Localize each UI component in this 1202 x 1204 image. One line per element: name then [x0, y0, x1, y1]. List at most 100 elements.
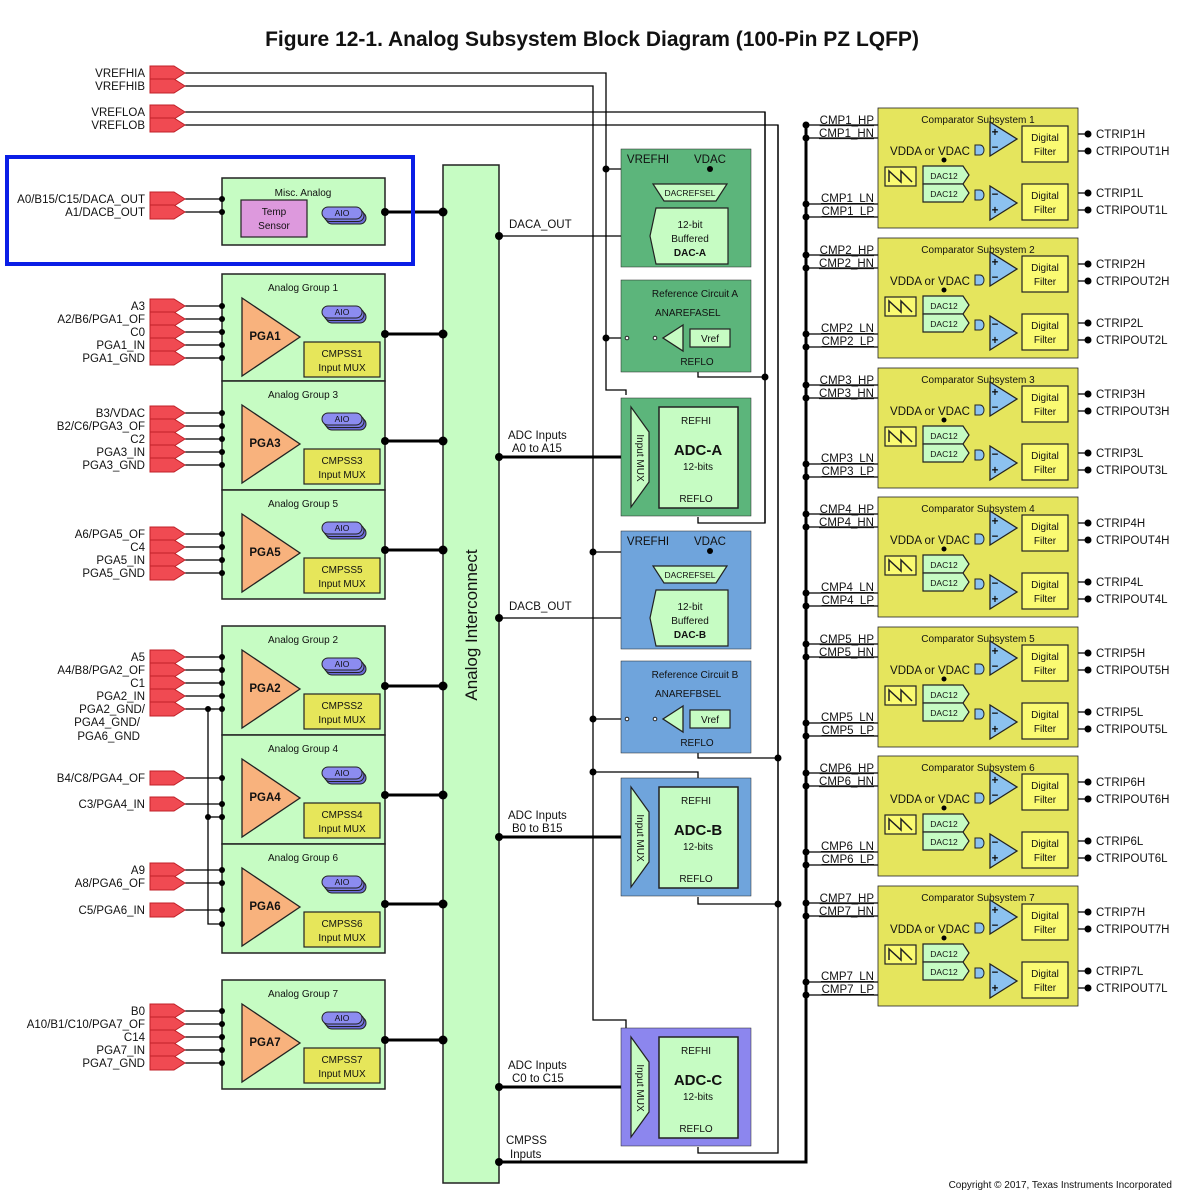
cmpss-input-mux-block	[303, 802, 381, 839]
refhi-label: REFHI	[681, 1046, 711, 1057]
cmpss-mux-label: CMPSS2	[321, 701, 363, 712]
comparator-output-label: CTRIPOUT5H	[1096, 665, 1169, 677]
comparator-input-label: CMP4_LP	[822, 595, 875, 607]
cmpss-mux-label: CMPSS5	[321, 565, 363, 576]
analog-pin-label: C2	[130, 434, 145, 446]
analog-pin-label: A2/B6/PGA1_OF	[57, 314, 145, 326]
dacrefsel-label: DACREFSEL	[664, 570, 715, 580]
junction-dot	[802, 394, 810, 402]
junction-dot	[707, 548, 713, 554]
junction-dot	[802, 978, 810, 986]
digital-filter-label: Filter	[1034, 925, 1057, 936]
junction-dot	[802, 861, 810, 869]
dac12-low-block	[922, 572, 970, 592]
aio-icon	[321, 412, 363, 426]
junction-dot	[219, 410, 225, 416]
reflo-label: REFLO	[680, 738, 714, 749]
plus-sign: +	[992, 387, 999, 399]
vdda-or-vdac-label: VDDA or VDAC	[890, 276, 970, 288]
comparator-output-label: CTRIP4L	[1096, 577, 1144, 589]
digital-filter-block	[1021, 183, 1069, 221]
comparator-output-label: CTRIP5L	[1096, 707, 1144, 719]
analog-pin-label: PGA2_IN	[96, 691, 145, 703]
digital-filter-block	[1021, 572, 1069, 610]
junction-dot	[219, 867, 225, 873]
junction-dot	[219, 303, 225, 309]
anarefsel-label: ANAREFBSEL	[655, 689, 722, 700]
junction-dot	[438, 436, 448, 446]
comparator-input-label: CMP7_LP	[822, 984, 875, 996]
dac12-label: DAC12	[930, 708, 958, 718]
reference-circuit-block	[620, 279, 752, 373]
wire	[697, 112, 766, 524]
junction-dot	[802, 769, 810, 777]
junction-dot	[1084, 390, 1092, 398]
vref-block	[689, 328, 731, 348]
junction-dot	[802, 200, 810, 208]
dac12-high-block	[922, 295, 970, 315]
junction-dot	[1084, 466, 1092, 474]
comparator-output-label: CTRIPOUT4H	[1096, 535, 1169, 547]
junction-dot	[381, 546, 389, 554]
plus-sign: +	[992, 853, 999, 865]
digital-filter-label: Filter	[1034, 666, 1057, 677]
digital-filter-label: Filter	[1034, 853, 1057, 864]
digital-filter-label: Digital	[1031, 710, 1059, 721]
pga-amplifier-icon	[241, 512, 302, 594]
analog-pin-label: C1	[130, 678, 145, 690]
analog-pin-label: A8/PGA6_OF	[75, 878, 145, 890]
junction-dot	[1084, 536, 1092, 544]
digital-filter-label: Filter	[1034, 277, 1057, 288]
plus-sign: +	[992, 465, 999, 477]
adc-block	[658, 1036, 739, 1139]
dac12-label: DAC12	[930, 949, 958, 959]
dac-label: Buffered	[671, 234, 709, 245]
comparator-input-label: CMP3_HN	[819, 388, 874, 400]
junction-dot	[495, 1158, 503, 1166]
junction-dot	[219, 801, 225, 807]
junction-dot	[219, 667, 225, 673]
junction-dot	[802, 330, 810, 338]
junction-dot	[802, 251, 810, 259]
pga-amplifier-icon	[241, 1002, 302, 1084]
dac12-label: DAC12	[930, 967, 958, 977]
junction-dot	[219, 814, 225, 820]
dac12-high-block	[922, 425, 970, 445]
junction-dot	[802, 589, 810, 597]
comparator-low-amp-icon	[989, 962, 1019, 1000]
reference-circuit-block	[620, 660, 752, 754]
junction-dot	[219, 921, 225, 927]
comparator-output-label: CTRIPOUT1H	[1096, 146, 1169, 158]
comparator-output-label: CTRIPOUT6H	[1096, 794, 1169, 806]
junction-dot	[1084, 795, 1092, 803]
dac12-label: DAC12	[930, 578, 958, 588]
analog-pin-icon	[149, 662, 186, 678]
reflo-label: REFLO	[680, 357, 714, 368]
digital-filter-label: Filter	[1034, 335, 1057, 346]
input-select-mux-icon	[974, 967, 985, 979]
junction-dot	[1084, 725, 1092, 733]
junction-dot	[941, 805, 947, 811]
cmpss-mux-label: Input MUX	[318, 470, 366, 481]
minus-sign: −	[992, 708, 999, 720]
pga-label: PGA3	[249, 438, 280, 450]
pga-label: PGA2	[249, 683, 280, 695]
comparator-input-label: CMP1_LN	[821, 193, 874, 205]
analog-group-title: Analog Group 6	[268, 853, 338, 864]
digital-filter-label: Filter	[1034, 795, 1057, 806]
analog-pin-label: C3/PGA4_IN	[79, 799, 145, 811]
junction-dot	[1084, 708, 1092, 716]
vref-pin-label: VREFLOB	[91, 120, 145, 132]
shared-gnd-label: PGA4_GND/	[74, 717, 141, 729]
comparator-input-label: CMP5_HP	[820, 634, 875, 646]
highlight-box	[5, 155, 415, 266]
digital-filter-label: Digital	[1031, 191, 1059, 202]
junction-dot	[774, 754, 782, 762]
junction-dot	[941, 417, 947, 423]
input-select-mux-icon	[974, 449, 985, 461]
switch-contact-icon	[624, 716, 630, 722]
comparator-output-label: CTRIP4H	[1096, 518, 1145, 530]
junction-dot	[219, 423, 225, 429]
comparator-output-label: CTRIP1H	[1096, 129, 1145, 141]
pga-amplifier-icon	[241, 648, 302, 730]
